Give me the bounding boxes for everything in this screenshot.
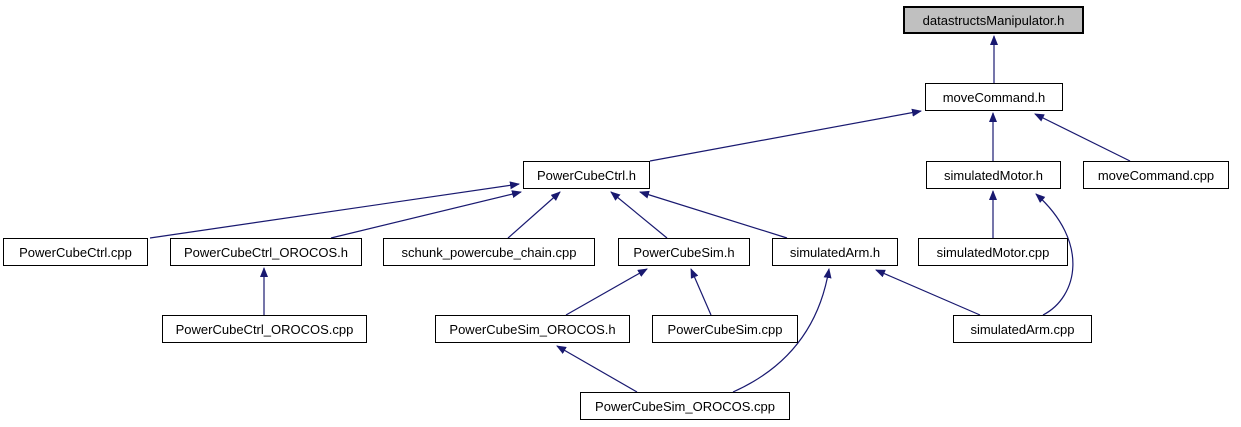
node-powercubesim-h[interactable]: PowerCubeSim.h	[618, 238, 750, 266]
node-powercubesim-orocos-h[interactable]: PowerCubeSim_OROCOS.h	[435, 315, 630, 343]
node-simulatedmotor-cpp[interactable]: simulatedMotor.cpp	[918, 238, 1068, 266]
edge-schunk_powercube_chain_cpp-to-PowerCubeCtrl_h	[507, 191, 561, 239]
node-simulatedmotor-h[interactable]: simulatedMotor.h	[926, 161, 1061, 189]
node-powercubesim-orocos-cpp[interactable]: PowerCubeSim_OROCOS.cpp	[580, 392, 790, 420]
edge-PowerCubeSim_h-to-PowerCubeCtrl_h	[610, 191, 668, 239]
edge-PowerCubeSim_cpp-to-PowerCubeSim_h	[690, 268, 712, 316]
edge-PowerCubeSim_OROCOS_cpp-to-simulatedArm_h	[732, 268, 832, 393]
edge-simulatedArm_cpp-to-simulatedArm_h	[875, 269, 981, 316]
node-datastructsmanipulator-h[interactable]: datastructsManipulator.h	[903, 6, 1084, 34]
node-schunk-powercube-chain-cpp[interactable]: schunk_powercube_chain.cpp	[383, 238, 595, 266]
edge-PowerCubeCtrl_OROCOS_h-to-PowerCubeCtrl_h	[330, 190, 522, 239]
node-powercubectrl-cpp[interactable]: PowerCubeCtrl.cpp	[3, 238, 148, 266]
node-powercubectrl-orocos-h[interactable]: PowerCubeCtrl_OROCOS.h	[170, 238, 362, 266]
edge-PowerCubeSim_OROCOS_cpp-to-PowerCubeSim_OROCOS_h	[556, 345, 638, 393]
node-powercubectrl-orocos-cpp[interactable]: PowerCubeCtrl_OROCOS.cpp	[162, 315, 367, 343]
edge-PowerCubeCtrl_cpp-to-PowerCubeCtrl_h	[149, 181, 520, 239]
node-simulatedarm-h[interactable]: simulatedArm.h	[772, 238, 898, 266]
node-powercubesim-cpp[interactable]: PowerCubeSim.cpp	[652, 315, 798, 343]
edge-moveCommand_cpp-to-moveCommand_h	[1034, 113, 1131, 162]
node-powercubectrl-h[interactable]: PowerCubeCtrl.h	[523, 161, 650, 189]
edge-simulatedArm_h-to-PowerCubeCtrl_h	[639, 190, 788, 239]
edge-PowerCubeCtrl_h-to-moveCommand_h	[649, 108, 922, 162]
edge-PowerCubeSim_OROCOS_h-to-PowerCubeSim_h	[565, 268, 648, 316]
edge-simulatedArm_cpp-to-simulatedMotor_h	[1035, 193, 1074, 316]
node-movecommand-cpp[interactable]: moveCommand.cpp	[1083, 161, 1229, 189]
node-movecommand-h[interactable]: moveCommand.h	[925, 83, 1063, 111]
node-simulatedarm-cpp[interactable]: simulatedArm.cpp	[953, 315, 1092, 343]
